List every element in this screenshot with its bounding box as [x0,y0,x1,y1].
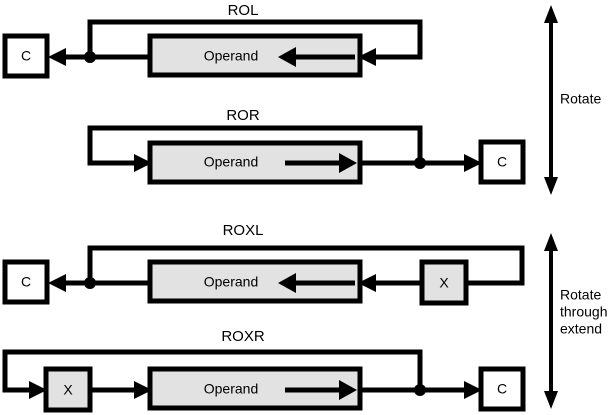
arrowhead-into-operand-roxl [358,274,376,292]
inner-direction-arrowhead-ror [339,153,357,173]
feedback-loop-roxl [87,245,525,286]
arrowhead-into-operand-rol [358,48,376,66]
inner-direction-arrowhead-rol [278,47,296,67]
junction-dot-roxr [414,384,426,396]
rotate-extend-bracket-arrow-up [544,233,558,251]
rotate-extend-bracket-arrow-down [544,391,558,409]
carry-box-roxr [478,366,526,412]
extend-box-roxr [43,366,93,413]
inner-direction-arrowhead-roxr [339,380,357,400]
carry-label-rol: C [21,48,31,64]
operand-label-roxl: Operand [204,274,258,290]
row-ror: ROR C Operand [87,107,526,185]
rotate-extend-group-label-line3: extend [560,321,602,337]
rotate-group-label: Rotate [560,91,601,107]
carry-box-ror [478,139,526,185]
operand-label-ror: Operand [204,154,258,170]
arrowhead-into-extend-roxr [29,381,47,399]
extend-label-roxl: X [439,275,449,291]
row-roxl: ROXL C X Operand [2,222,525,306]
row-title-roxl: ROXL [223,222,264,239]
junction-dot-rol [84,51,96,63]
inner-direction-arrowhead-roxl [278,273,296,293]
extend-box-roxl [419,259,469,306]
arrowhead-into-operand-ror [134,154,152,172]
carry-box-roxl [2,259,50,305]
extend-label-roxr: X [63,382,73,398]
arrowhead-into-operand-roxr [134,381,152,399]
row-title-ror: ROR [226,107,260,124]
carry-label-roxr: C [497,381,507,397]
arrowhead-into-carry-roxr [464,381,482,399]
group-bracket-rotate: Rotate [544,5,601,195]
row-title-rol: ROL [228,2,259,19]
arrowhead-into-carry-roxl [48,274,66,292]
group-bracket-rotate-through-extend: Rotate through extend [544,233,607,409]
row-rol: ROL C Operand [2,2,423,79]
rotate-bracket-arrow-down [544,177,558,195]
operand-label-rol: Operand [204,48,258,64]
carry-label-roxl: C [21,274,31,290]
arrowhead-into-carry-ror [464,154,482,172]
rotate-extend-group-label-line2: through [560,304,607,320]
rotate-bracket-arrow-up [544,5,558,23]
row-title-roxr: ROXR [221,328,265,345]
carry-label-ror: C [497,154,507,170]
junction-dot-ror [414,157,426,169]
carry-box-rol [2,33,50,79]
feedback-loop-ror [87,125,423,166]
rotate-extend-group-label-line1: Rotate [560,287,601,303]
feedback-loop-roxr [2,349,423,393]
row-roxr: ROXR X Operand C [2,328,526,413]
feedback-loop-rol [87,19,423,60]
operand-label-roxr: Operand [204,381,258,397]
arrowhead-into-carry-rol [48,48,66,66]
junction-dot-roxl [84,277,96,289]
